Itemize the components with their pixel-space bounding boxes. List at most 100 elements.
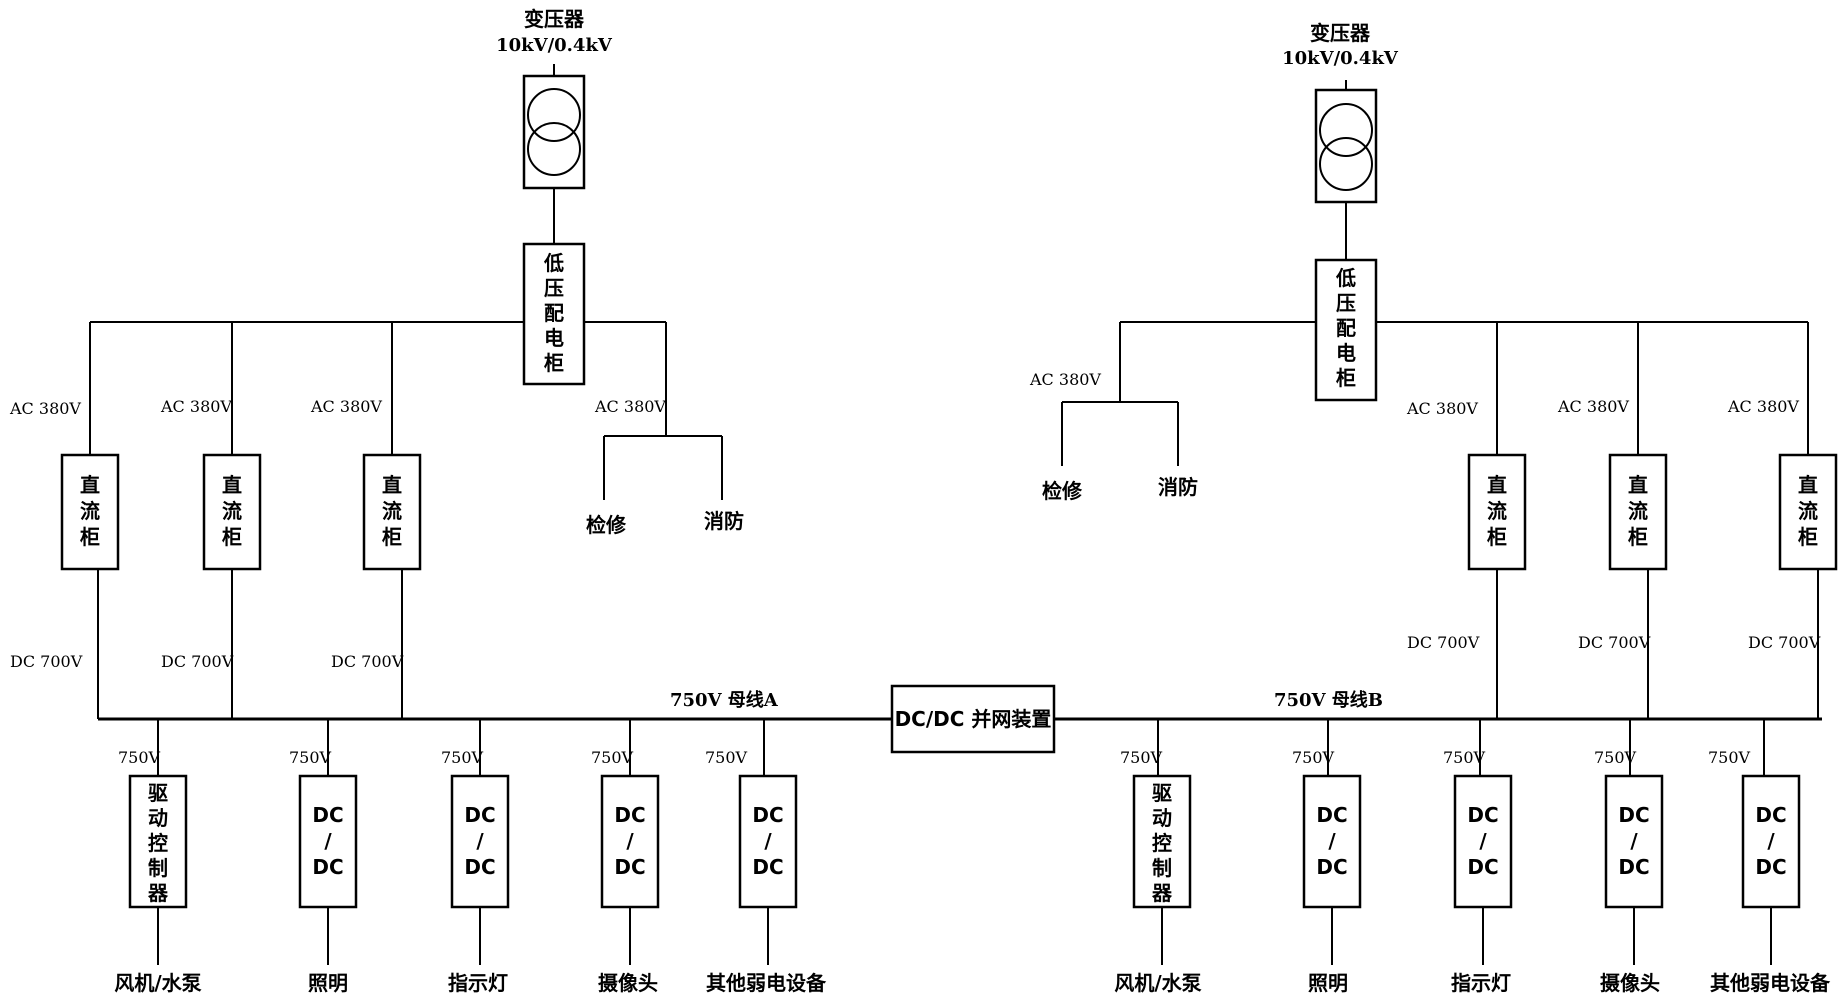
drive-ctrl-char: 动 <box>148 806 168 830</box>
lv-cabinet-b-char: 电 <box>1336 341 1356 365</box>
dcdc-char: DC <box>752 855 783 879</box>
transformer-a-symbol <box>522 64 586 244</box>
drive-ctrl-char: 器 <box>147 881 169 905</box>
bus-b-label: 750V 母线B <box>1274 689 1383 711</box>
dcdc-char: / <box>1767 829 1775 853</box>
dcdc-char: DC <box>614 803 645 827</box>
dcdc-char: / <box>1630 829 1638 853</box>
dcdc-char: / <box>1328 829 1336 853</box>
dc-cabinet-char: 直 <box>382 473 402 497</box>
load-camera: 摄像头 <box>598 971 658 995</box>
dc700-label: DC 700V <box>1407 633 1480 652</box>
load-indicator: 指示灯 <box>448 971 508 995</box>
v750-label: 750V <box>118 748 161 767</box>
lv-cabinet-b-char: 配 <box>1336 316 1356 340</box>
drive-ctrl-char: 控 <box>1152 831 1172 855</box>
drive-controller-a: 驱 动 控 制 器 <box>128 719 188 965</box>
lv-cabinet-a-char: 低 <box>543 251 564 275</box>
dcdc-char: DC <box>1755 855 1786 879</box>
load-indicator: 指示灯 <box>1451 971 1511 995</box>
dcdc-a-other: DC / DC <box>738 719 798 965</box>
ac-feeders-a <box>89 321 723 500</box>
lv-cabinet-a-char: 配 <box>544 301 564 325</box>
dc-cabinet-char: 直 <box>1628 473 1648 497</box>
transformer-b-rating: 10kV/0.4kV <box>1282 48 1399 69</box>
maintenance-label: 检修 <box>586 513 627 537</box>
drive-ctrl-char: 动 <box>1152 806 1172 830</box>
lv-cabinet-a-char: 电 <box>544 326 564 350</box>
dcdc-char: DC <box>1316 803 1347 827</box>
dcdc-char: DC <box>614 855 645 879</box>
drive-ctrl-char: 制 <box>148 856 168 880</box>
dc-cabinet-char: 直 <box>1487 473 1507 497</box>
drive-ctrl-char: 器 <box>1151 881 1173 905</box>
load-fan-pump: 风机/水泵 <box>114 971 201 995</box>
dcdc-b-other: DC / DC <box>1741 719 1801 965</box>
dcdc-char: DC <box>1618 803 1649 827</box>
drive-ctrl-char: 驱 <box>148 781 168 805</box>
dc-links-a <box>97 569 403 719</box>
dcdc-char: DC <box>312 855 343 879</box>
lv-cabinet-b-char: 低 <box>1335 266 1356 290</box>
dc-cabinet-a3: 直 流 柜 <box>362 453 422 571</box>
dcdc-b-indicator: DC / DC <box>1453 719 1513 965</box>
dcdc-char: DC <box>464 803 495 827</box>
dc700-label: DC 700V <box>161 652 234 671</box>
load-camera: 摄像头 <box>1600 971 1660 995</box>
v750-label: 750V <box>289 748 332 767</box>
drive-ctrl-char: 控 <box>148 831 168 855</box>
dcdc-a-indicator: DC / DC <box>450 719 510 965</box>
v750-label: 750V <box>1292 748 1335 767</box>
load-lighting: 照明 <box>308 971 348 995</box>
dcdc-char: / <box>626 829 634 853</box>
dcdc-char: / <box>476 829 484 853</box>
v750-label: 750V <box>1120 748 1163 767</box>
ac380-label: AC 380V <box>310 397 382 416</box>
dc700-label: DC 700V <box>1578 633 1651 652</box>
dcdc-a-lighting: DC / DC <box>298 719 358 965</box>
dc-cabinet-char: 流 <box>80 499 100 523</box>
dcdc-char: DC <box>752 803 783 827</box>
transformer-b-title: 变压器 <box>1310 21 1371 45</box>
ac380-label: AC 380V <box>160 397 232 416</box>
dc-cabinet-char: 柜 <box>222 525 242 549</box>
dcdc-char: DC <box>312 803 343 827</box>
lv-cabinet-a: 低 压 配 电 柜 <box>522 242 586 386</box>
dc-cabinet-char: 柜 <box>382 525 402 549</box>
dcdc-a-camera: DC / DC <box>600 719 660 965</box>
lv-cabinet-a-char: 压 <box>544 276 564 300</box>
drive-ctrl-char: 驱 <box>1152 781 1172 805</box>
dc700-label: DC 700V <box>1748 633 1821 652</box>
dc-cabinet-char: 流 <box>222 499 242 523</box>
dc-cabinet-b3: 直 流 柜 <box>1778 453 1838 571</box>
lv-cabinet-a-char: 柜 <box>544 351 564 375</box>
dc-cabinet-char: 流 <box>382 499 402 523</box>
ac380-label: AC 380V <box>1029 370 1101 389</box>
v750-label: 750V <box>441 748 484 767</box>
maintenance-label: 检修 <box>1042 479 1083 503</box>
dc-cabinet-char: 柜 <box>80 525 100 549</box>
dc-cabinet-a2: 直 流 柜 <box>202 453 262 571</box>
dc-cabinet-char: 柜 <box>1798 525 1818 549</box>
dcdc-b-lighting: DC / DC <box>1302 719 1362 965</box>
dc-cabinet-char: 柜 <box>1487 525 1507 549</box>
ac380-label: AC 380V <box>1557 397 1629 416</box>
dcdc-char: / <box>324 829 332 853</box>
dc-cabinet-char: 流 <box>1487 499 1507 523</box>
v750-label: 750V <box>1443 748 1486 767</box>
dcdc-char: DC <box>1618 855 1649 879</box>
grid-tie-device: DC/DC 并网装置 <box>890 684 1056 754</box>
dc-cabinet-char: 直 <box>222 473 242 497</box>
dcdc-b-camera: DC / DC <box>1604 719 1664 965</box>
lv-cabinet-b-char: 压 <box>1336 291 1356 315</box>
ac380-label: AC 380V <box>1406 399 1478 418</box>
load-lighting: 照明 <box>1308 971 1348 995</box>
dcdc-char: / <box>1479 829 1487 853</box>
dc-links-b <box>1496 569 1819 719</box>
dc-cabinet-char: 直 <box>1798 473 1818 497</box>
load-fan-pump: 风机/水泵 <box>1114 971 1201 995</box>
ac380-label: AC 380V <box>9 399 81 418</box>
ac380-label: AC 380V <box>1727 397 1799 416</box>
